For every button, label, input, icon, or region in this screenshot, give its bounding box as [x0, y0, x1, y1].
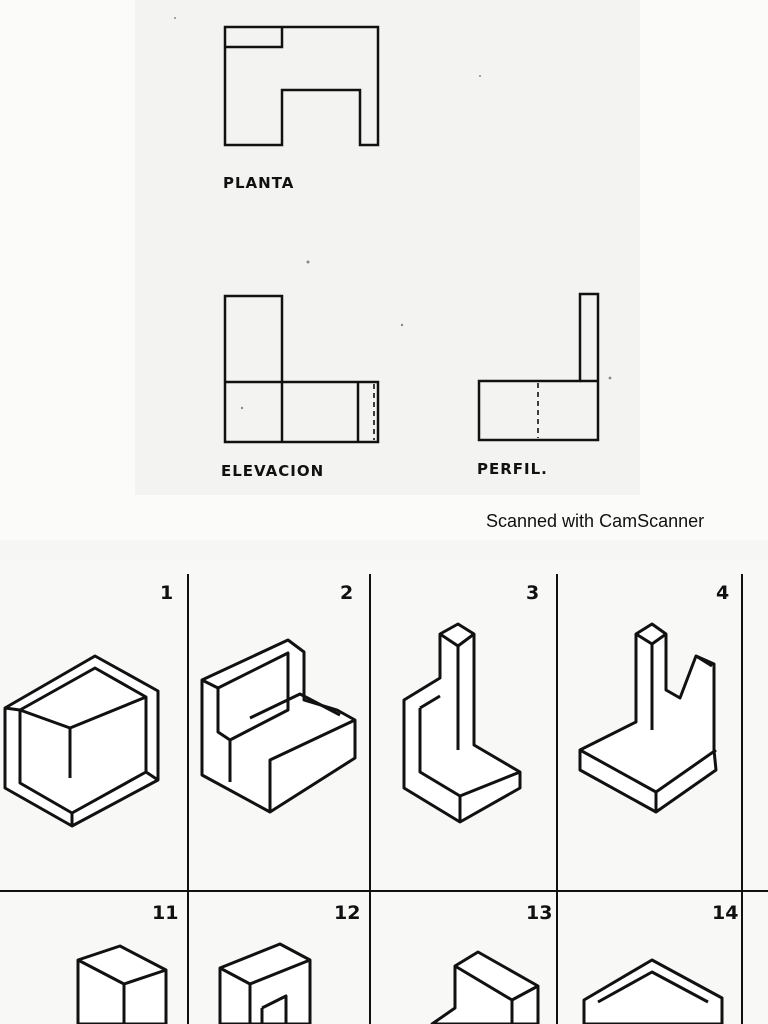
- plan-notch: [225, 27, 284, 49]
- iso-figure-3: [402, 622, 522, 824]
- plan-view: [223, 25, 380, 147]
- exercise-number: 14: [712, 902, 739, 924]
- iso-figure-1: [3, 654, 160, 828]
- exercise-grid: [0, 574, 768, 1024]
- exercise-number: 13: [526, 902, 553, 924]
- elevation-view: [223, 294, 380, 444]
- orthographic-views-section: PLANTA ELEVACION PERFIL.: [135, 0, 640, 495]
- iso-figure-4: [578, 622, 718, 814]
- orthographic-drawing: [174, 17, 612, 444]
- profile-label: PERFIL.: [477, 460, 548, 478]
- iso-figure-13: [430, 950, 540, 1024]
- camscanner-watermark: Scanned with CamScanner: [486, 511, 705, 531]
- exercise-number: 12: [334, 902, 361, 924]
- iso-figure-14: [582, 958, 724, 1024]
- isometric-exercises-section: 1 2 3 4 11 12 13 14: [0, 560, 768, 1024]
- exercise-number: 2: [340, 582, 354, 604]
- exercise-number: 1: [160, 582, 174, 604]
- exercise-number: 11: [152, 902, 179, 924]
- exercise-number: 3: [526, 582, 540, 604]
- iso-figure-2: [200, 638, 357, 814]
- iso-figure-12: [218, 942, 312, 1024]
- exercise-number: 4: [716, 582, 730, 604]
- elevation-label: ELEVACION: [221, 462, 325, 480]
- plan-label: PLANTA: [223, 174, 295, 192]
- profile-view: [477, 292, 600, 442]
- scanned-sheet: [135, 0, 640, 495]
- iso-figure-11: [76, 944, 168, 1024]
